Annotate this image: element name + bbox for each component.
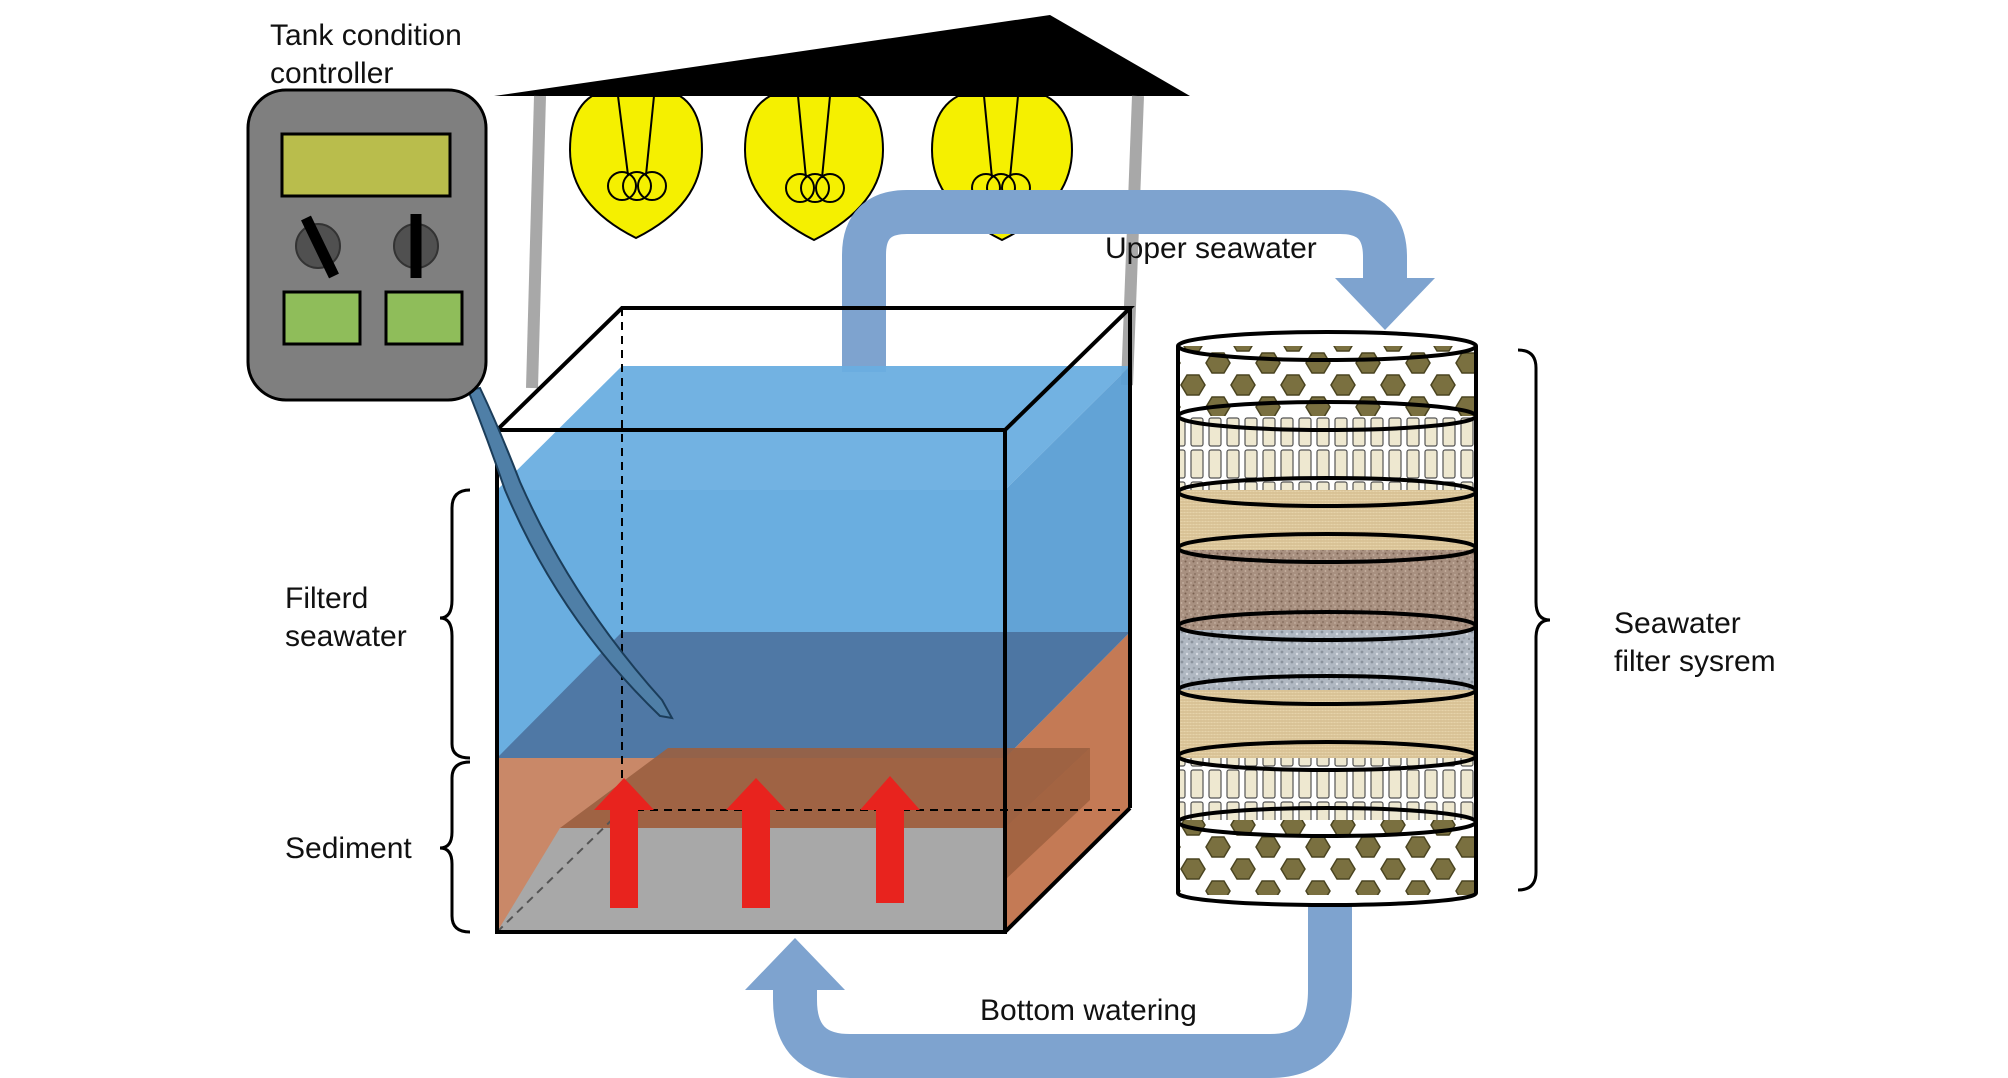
- flow-arrow-icon: [745, 938, 845, 990]
- controller-label-line-2: controller: [270, 57, 394, 90]
- brace-filter-system: [1517, 348, 1551, 892]
- controller-label-line-1: Tank condition: [270, 19, 462, 52]
- up-arrow-icon: [726, 778, 786, 908]
- controller-display: [280, 132, 452, 198]
- tank-condition-controller: [246, 88, 674, 720]
- sediment-label: Sediment: [285, 832, 412, 865]
- upper-seawater-label: Upper seawater: [1105, 232, 1317, 265]
- controller-button-right: [384, 290, 464, 346]
- bottom-watering-label: Bottom watering: [980, 994, 1197, 1027]
- lamp-support-left: [526, 95, 546, 389]
- controller-knob-icon: [295, 215, 341, 279]
- up-arrow-icon: [860, 776, 920, 903]
- light-bulb-icon: [568, 95, 704, 240]
- brace-filtered-seawater: [439, 488, 471, 760]
- up-arrow-icon: [594, 778, 654, 908]
- controller-label: Tank condition controller: [270, 17, 462, 93]
- bottom-flow-arrow: [773, 905, 1352, 1078]
- filtered-seawater-label: Filterd seawater: [285, 580, 407, 656]
- brace-sediment: [439, 760, 471, 934]
- filter-system-label-line-2: filter sysrem: [1614, 645, 1776, 678]
- filter-system-label-line-1: Seawater: [1614, 607, 1741, 640]
- up-arrows: [594, 776, 920, 908]
- seawater-filter-column: [1176, 330, 1478, 907]
- filtered-seawater-label-line-1: Filterd: [285, 582, 369, 615]
- controller-knob-icon: [393, 214, 439, 278]
- lamp-shade: [494, 15, 1190, 96]
- flow-arrow-icon: [1335, 278, 1435, 330]
- controller-button-left: [282, 290, 362, 346]
- filter-system-label: Seawater filter sysrem: [1614, 605, 1776, 681]
- upper-flow-arrow: [842, 190, 1407, 372]
- braces: [439, 348, 1551, 934]
- filtered-seawater-label-line-2: seawater: [285, 620, 407, 653]
- light-bulb-icon: [743, 95, 885, 242]
- sensor-cable: [466, 386, 674, 720]
